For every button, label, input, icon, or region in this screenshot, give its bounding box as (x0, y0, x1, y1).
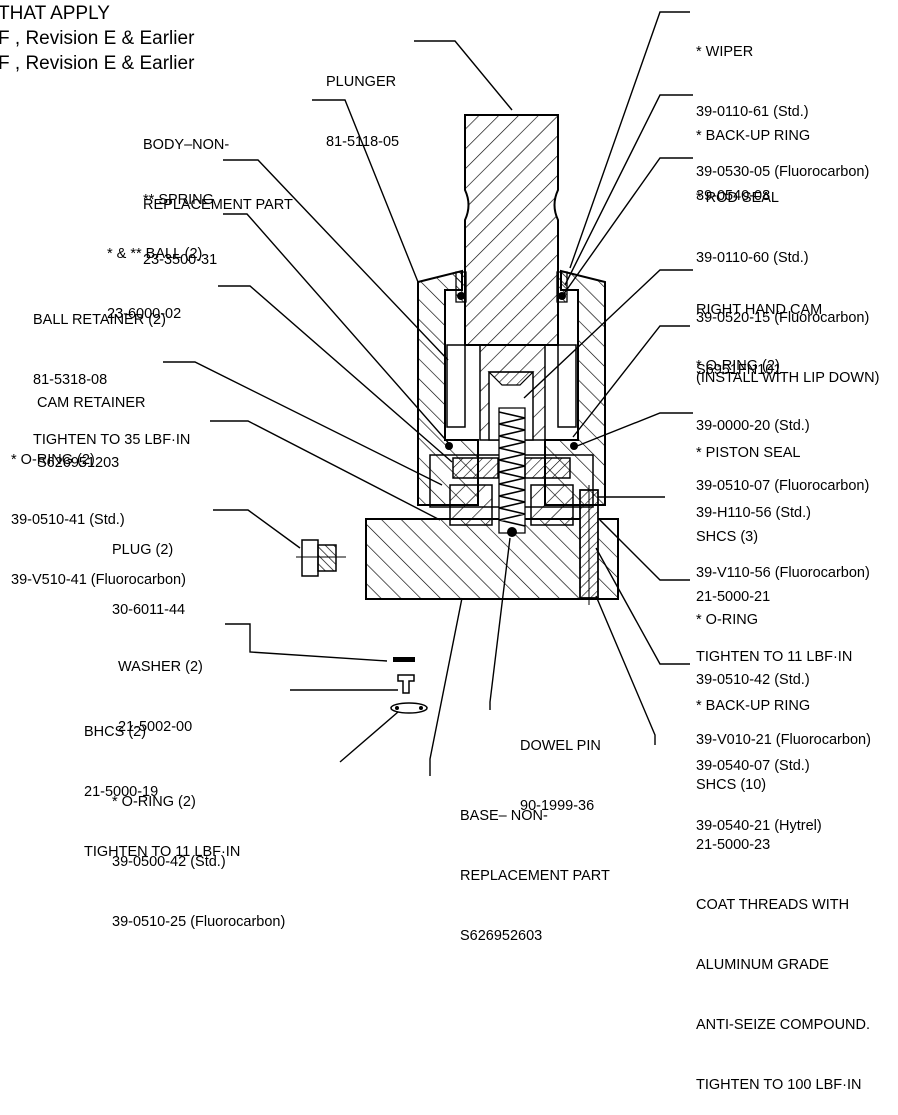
callout-line: CAM RETAINER (37, 395, 146, 411)
callout-wiper: * WIPER 39-0110-61 (Std.) 39-0530-05 (Fl… (696, 2, 869, 202)
shcs-screw (580, 485, 598, 605)
callout-body: BODY–NON- REPLACEMENT PART (143, 95, 293, 235)
callout-line: (INSTALL WITH LIP DOWN) (696, 370, 880, 386)
callout-line: 39-0540-21 (Hytrel) (696, 818, 822, 834)
callout-line: TIGHTEN TO 11 LBF·IN (84, 844, 241, 860)
callout-line: 39-0540-07 (Std.) (696, 758, 810, 774)
callout-line: * O-RING (696, 612, 759, 628)
callout-piston-seal: * PISTON SEAL 39-H110-56 (Std.) 39-V110-… (696, 403, 870, 603)
callout-rod-seal: * ROD SEAL 39-0110-60 (Std.) 39-0520-15 … (696, 148, 879, 408)
callout-line: BALL RETAINER (2) (33, 312, 166, 328)
callout-line: 23-6000-02 (107, 306, 182, 322)
callout-shcs-3: SHCS (3) 21-5000-21 TIGHTEN TO 11 LBF·IN (696, 487, 852, 687)
callout-line: * O-RING (2) (112, 794, 196, 810)
callout-line: 21-5002-00 (118, 719, 193, 735)
callout-line: COAT THREADS WITH (696, 897, 850, 913)
callout-line: S626951203 (37, 455, 120, 471)
callout-line: 39-V010-21 (Fluorocarbon) (696, 732, 871, 748)
callout-ball: * & ** BALL (2) 23-6000-02 (107, 204, 202, 344)
callout-line: WASHER (2) (118, 659, 203, 675)
callout-line: 39-0530-05 (Fluorocarbon) (696, 164, 870, 180)
callout-line: ALUMINUM GRADE (696, 957, 829, 973)
base-part (366, 519, 618, 599)
callout-line: BODY–NON- (143, 137, 230, 153)
callout-line: 39-0540-08 (696, 188, 771, 204)
callout-line: TIGHTEN TO 35 LBF·IN (33, 432, 191, 448)
callout-line: * BACK-UP RING (696, 698, 811, 714)
callout-line: * O-RING (2) (11, 452, 95, 468)
callout-oring-left: * O-RING (2) 39-0510-41 (Std.) 39-V510-4… (11, 410, 186, 610)
callout-line: S626952603 (460, 928, 543, 944)
callout-line: BASE– NON- (460, 808, 548, 824)
callout-line: 39-0510-25 (Fluorocarbon) (112, 914, 286, 930)
plug-part (296, 540, 346, 576)
callout-line: ** SPRING (143, 192, 214, 208)
callout-line: S6951FN101 (696, 362, 782, 378)
callout-line: REPLACEMENT PART (460, 868, 610, 884)
callout-ball-retainer: BALL RETAINER (2) 81-5318-08 TIGHTEN TO … (33, 270, 190, 470)
callout-cam-retainer: CAM RETAINER S626951203 (37, 353, 146, 493)
callout-line: 21-5000-23 (696, 837, 771, 853)
callout-line: 39-V510-41 (Fluorocarbon) (11, 572, 186, 588)
callout-line: * BACK-UP RING (696, 128, 811, 144)
small-parts (390, 657, 428, 714)
callout-washer: WASHER (2) 21-5002-00 (118, 617, 203, 757)
header-line-1: THAT APPLY (0, 3, 110, 24)
callout-oring-bottom: * O-RING (2) 39-0500-42 (Std.) 39-0510-2… (112, 752, 285, 952)
callout-line: 81-5318-08 (33, 372, 108, 388)
callout-line: 30-6011-44 (112, 602, 186, 618)
callout-bhcs: BHCS (2) 21-5000-19 TIGHTEN TO 11 LBF·IN (84, 682, 240, 882)
callout-line: * O-RING (2) (696, 358, 780, 374)
callout-backup-ring-top: * BACK-UP RING 39-0540-08 (696, 86, 810, 226)
callout-line: 39-0110-60 (Std.) (696, 250, 809, 266)
callout-line: DOWEL PIN (520, 738, 601, 754)
callout-line: 21-5000-19 (84, 784, 159, 800)
plunger-part (465, 115, 558, 440)
callout-right-hand-cam: RIGHT HAND CAM S6951FN101 (696, 260, 822, 400)
callout-line: BHCS (2) (84, 724, 147, 740)
spring-part (499, 408, 525, 537)
callout-line: 39-V110-56 (Fluorocarbon) (696, 565, 870, 581)
callout-oring-right: * O-RING (2) 39-0000-20 (Std.) 39-0510-0… (696, 316, 869, 516)
callout-line: 39-0510-07 (Fluorocarbon) (696, 478, 870, 494)
callout-plug: PLUG (2) 30-6011-44 (112, 500, 185, 640)
callout-spring: ** SPRING 23-3500-31 (143, 150, 217, 290)
callout-line: 39-0500-42 (Std.) (112, 854, 226, 870)
callout-line: 39-0000-20 (Std.) (696, 418, 810, 434)
callout-line: 39-0510-42 (Std.) (696, 672, 810, 688)
header-line-2: F , Revision E & Earlier (0, 28, 195, 49)
callout-line: * PISTON SEAL (696, 445, 801, 461)
leader-lines (163, 12, 693, 776)
callout-line: * & ** BALL (2) (107, 246, 203, 262)
callout-line: 81-5118-05 (326, 134, 400, 150)
callout-line: 21-5000-21 (696, 589, 771, 605)
callout-line: 39-0510-41 (Std.) (11, 512, 125, 528)
callout-line: REPLACEMENT PART (143, 197, 293, 213)
callout-line: 23-3500-31 (143, 252, 218, 268)
callout-line: PLUG (2) (112, 542, 174, 558)
callout-line: 90-1999-36 (520, 798, 595, 814)
callout-oring-mid: * O-RING 39-0510-42 (Std.) 39-V010-21 (F… (696, 570, 871, 770)
callout-line: SHCS (3) (696, 529, 759, 545)
cam-retainer-blocks (445, 442, 578, 525)
callout-line: TIGHTEN TO 11 LBF·IN (696, 649, 853, 665)
callout-line: 39-H110-56 (Std.) (696, 505, 811, 521)
callout-line: RIGHT HAND CAM (696, 302, 823, 318)
callout-line: ANTI-SEIZE COMPOUND. (696, 1017, 871, 1033)
callout-line: * WIPER (696, 44, 754, 60)
callout-dowel-pin: DOWEL PIN 90-1999-36 (520, 696, 601, 836)
callout-line: * ROD SEAL (696, 190, 779, 206)
callout-shcs-10: SHCS (10) 21-5000-23 COAT THREADS WITH A… (696, 735, 870, 1115)
header-line-3: F , Revision E & Earlier (0, 53, 195, 74)
assembly-drawing (0, 0, 898, 860)
callout-backup-ring-bottom: * BACK-UP RING 39-0540-07 (Std.) 39-0540… (696, 656, 822, 856)
callout-line: TIGHTEN TO 100 LBF·IN (696, 1077, 862, 1093)
callout-plunger: PLUNGER 81-5118-05 (326, 32, 399, 172)
callout-line: 39-0520-15 (Fluorocarbon) (696, 310, 870, 326)
callout-line: SHCS (10) (696, 777, 767, 793)
callout-line: 39-0110-61 (Std.) (696, 104, 809, 120)
callout-line: PLUNGER (326, 74, 397, 90)
